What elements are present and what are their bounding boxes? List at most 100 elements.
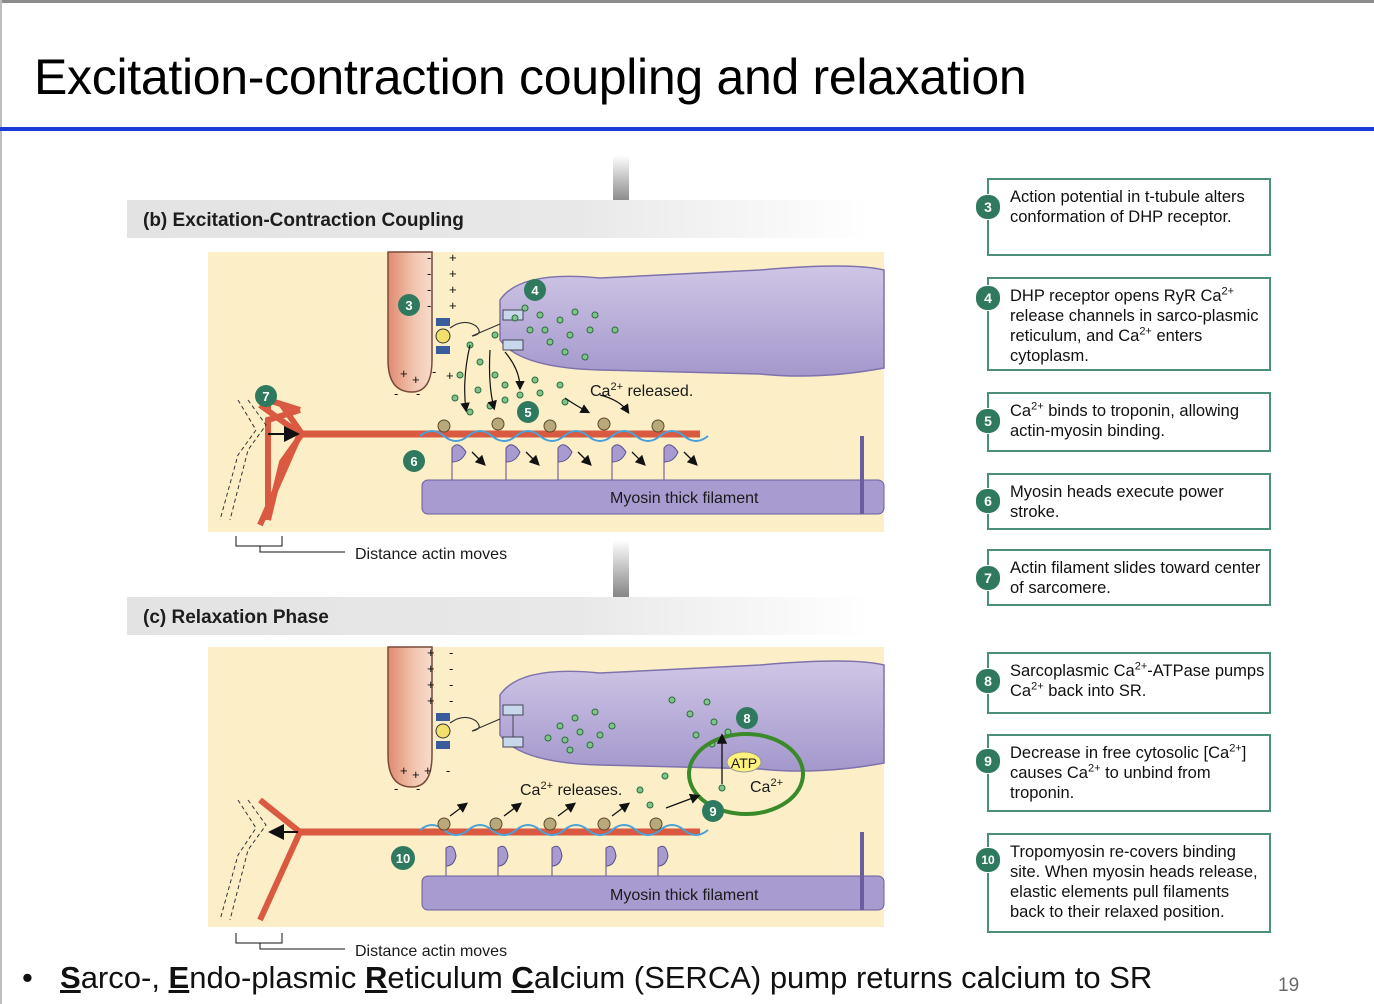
- step-text: Myosin heads execute power stroke.: [1010, 483, 1224, 521]
- svg-text:+: +: [449, 266, 457, 281]
- serca-highlight-circle: [687, 732, 805, 816]
- svg-text:-: -: [416, 781, 420, 796]
- step-text: Decrease in free cytosolic [Ca2+] causes…: [1010, 742, 1247, 802]
- step-badge: 4: [975, 285, 1001, 311]
- bullet-dot: •: [22, 960, 33, 995]
- svg-text:-: -: [449, 677, 453, 692]
- step-text: Tropomyosin re-covers binding site. When…: [1010, 843, 1258, 921]
- myosin-thick-filament-c: [421, 875, 885, 911]
- distance-label-c: Distance actin moves: [355, 943, 507, 960]
- step-badge: 8: [975, 668, 1001, 694]
- myosin-heads-b: [437, 417, 698, 480]
- t-tubule-c: [387, 646, 433, 788]
- step-text: Sarcoplasmic Ca2+-ATPase pumps Ca2+ back…: [1010, 660, 1265, 700]
- svg-text:+: +: [449, 250, 457, 265]
- svg-text:+: +: [412, 767, 420, 782]
- svg-text:-: -: [394, 386, 398, 401]
- step-badge: 7: [975, 565, 1001, 591]
- svg-text:-: -: [427, 298, 431, 313]
- myosin-heads-c: [437, 793, 701, 876]
- svg-text:-: -: [449, 645, 453, 660]
- dhp-receptor-icon: [435, 328, 451, 344]
- bullet-text: Sarco-, Endo-plasmic Reticulum Calcium (…: [60, 960, 1153, 995]
- svg-text:+: +: [427, 677, 435, 692]
- step-box-6: 6 Myosin heads execute power stroke.: [975, 473, 1271, 530]
- svg-text:+: +: [446, 368, 454, 383]
- svg-text:+: +: [427, 693, 435, 708]
- tropomyosin-c: [419, 824, 709, 836]
- svg-text:4: 4: [531, 283, 539, 298]
- myosin-label-b: Myosin thick filament: [610, 490, 759, 507]
- dhp-receptor: [436, 318, 450, 326]
- svg-text:7: 7: [262, 389, 269, 404]
- atp-badge: [726, 751, 762, 773]
- svg-text:6: 6: [410, 454, 417, 469]
- step-badge: 10: [975, 847, 1001, 873]
- excitation-section-label: (b) Excitation-Contraction Coupling: [143, 210, 464, 231]
- step-box-10: 10 Tropomyosin re-covers binding site. W…: [975, 833, 1271, 933]
- step-box-3: 3 Action potential in t-tubule alters co…: [975, 178, 1271, 256]
- tropomyosin-b: [419, 430, 709, 442]
- relaxation-section-bar: (c) Relaxation Phase: [127, 597, 872, 635]
- step-badge: 9: [975, 748, 1001, 774]
- step-badge: 3: [975, 194, 1001, 220]
- distance-label-b: Distance actin moves: [355, 546, 507, 563]
- page-number: 19: [1278, 975, 1300, 996]
- t-tubule: [387, 251, 433, 393]
- svg-text:-: -: [427, 282, 431, 297]
- svg-text:-: -: [449, 693, 453, 708]
- step-text: Actin filament slides toward center of s…: [1010, 559, 1261, 597]
- myosin-label-c: Myosin thick filament: [610, 887, 759, 904]
- step-badge: 6: [975, 488, 1001, 514]
- membrane-charges: -+ -+ -+ -+ ++- +--: [394, 250, 457, 401]
- step-text: Action potential in t-tubule alters conf…: [1010, 188, 1245, 226]
- excitation-section-bar: (b) Excitation-Contraction Coupling: [127, 200, 872, 238]
- step-text: DHP receptor opens RyR Ca2+ release chan…: [1010, 285, 1259, 365]
- ca-released-label: Ca2+ released.: [590, 381, 693, 400]
- left-border: [0, 0, 2, 1004]
- step-box-5: 5 Ca2+ binds to troponin, allowing actin…: [975, 392, 1271, 452]
- z-disk-c: [257, 797, 304, 922]
- svg-text:+: +: [427, 661, 435, 676]
- slide-title: Excitation-contraction coupling and rela…: [34, 49, 1027, 105]
- bullet-point: • Sarco-, Endo-plasmic Reticulum Calcium …: [22, 960, 1152, 996]
- top-border: [0, 0, 1374, 3]
- svg-text:-: -: [427, 266, 431, 281]
- svg-text:-: -: [394, 781, 398, 796]
- svg-text:+: +: [400, 763, 408, 778]
- sarcoplasmic-reticulum: [499, 265, 885, 377]
- svg-text:-: -: [449, 661, 453, 676]
- svg-text:9: 9: [709, 804, 716, 819]
- svg-text:+: +: [400, 366, 408, 381]
- markers-b: 3 4 5 6 7: [255, 279, 546, 472]
- title-rule: [0, 127, 1374, 131]
- myosin-thick-filament-b: [421, 479, 885, 515]
- step-box-7: 7 Actin filament slides toward center of…: [975, 549, 1271, 606]
- svg-text:3: 3: [405, 298, 412, 313]
- ca-releases-label: Ca2+ releases.: [520, 780, 622, 799]
- svg-text:-: -: [427, 250, 431, 265]
- svg-text:+: +: [427, 645, 435, 660]
- svg-text:8: 8: [743, 711, 750, 726]
- relaxation-section-label: (c) Relaxation Phase: [143, 607, 329, 628]
- step-text: Ca2+ binds to troponin, allowing actin-m…: [1010, 400, 1240, 440]
- calcium-ions-c: [544, 696, 732, 809]
- svg-text:+: +: [412, 372, 420, 387]
- step-box-8: 8 Sarcoplasmic Ca2+-ATPase pumps Ca2+ ba…: [975, 652, 1271, 714]
- markers-c: 8 9 10: [391, 707, 758, 870]
- svg-text:10: 10: [396, 851, 410, 866]
- svg-text:5: 5: [524, 405, 531, 420]
- step-badge: 5: [975, 408, 1001, 434]
- step-box-4: 4 DHP receptor opens RyR Ca2+ release ch…: [975, 277, 1271, 371]
- svg-text:+: +: [449, 298, 457, 313]
- atp-label: ATP: [731, 755, 757, 771]
- svg-text:-: -: [432, 364, 436, 379]
- svg-text:-: -: [446, 763, 450, 778]
- svg-text:+: +: [449, 282, 457, 297]
- membrane-charges-c: +- +- +- +- +++ ---: [394, 645, 453, 796]
- step-box-9: 9 Decrease in free cytosolic [Ca2+] caus…: [975, 734, 1271, 812]
- release-arrows-b: [460, 344, 630, 414]
- serca-ca-label: Ca2+: [750, 777, 783, 796]
- svg-text:-: -: [416, 386, 420, 401]
